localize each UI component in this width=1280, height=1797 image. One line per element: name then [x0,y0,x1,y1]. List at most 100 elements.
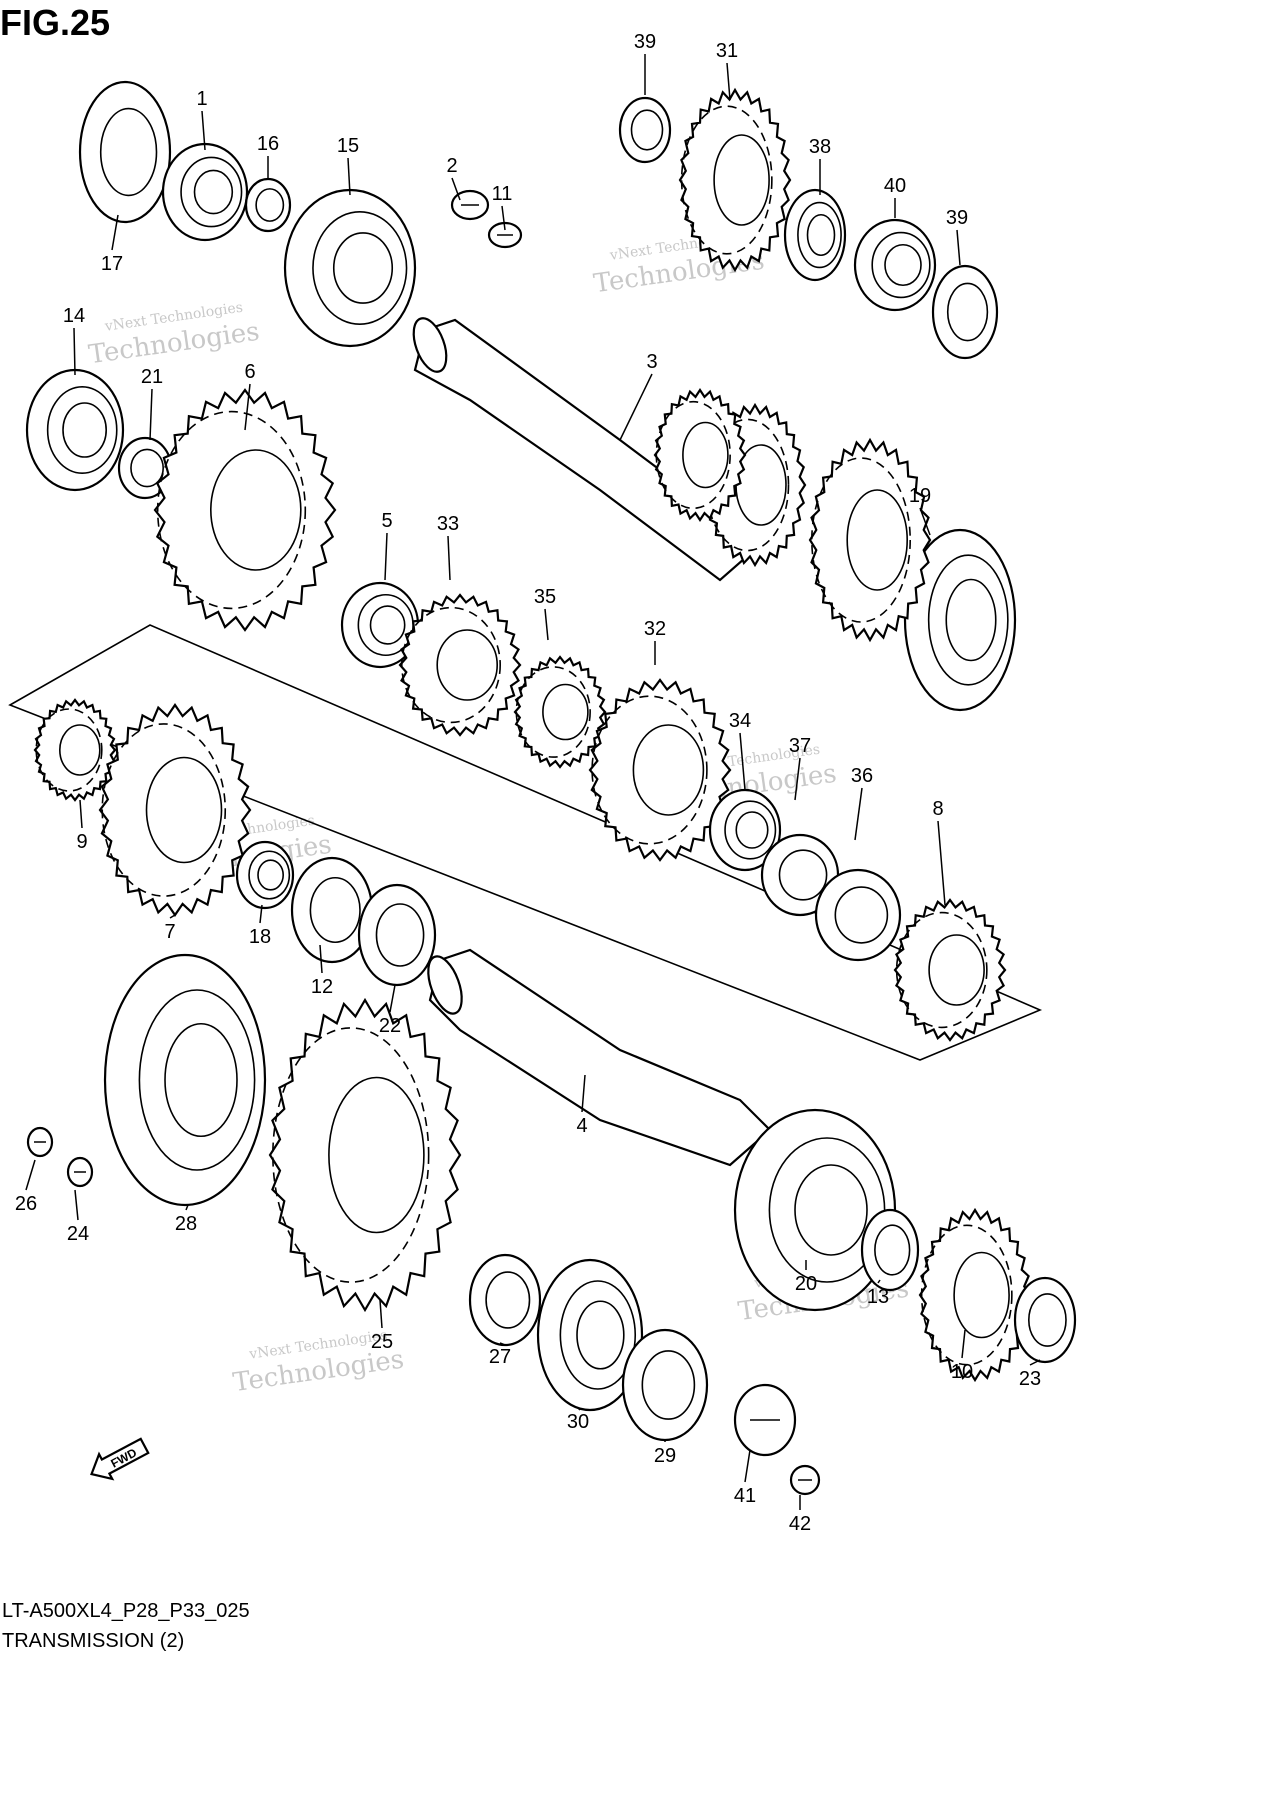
part-number-label: 29 [654,1445,676,1467]
part-number-label: 33 [437,513,459,535]
part-shape-g [513,655,607,769]
leader-line [726,62,731,101]
leader-line [956,229,961,266]
part-shape-b [235,840,295,910]
part-shape-w [860,1208,920,1292]
part-number-label: 28 [175,1213,197,1235]
part-shape-w [618,96,672,164]
part-number-label: 24 [67,1223,89,1245]
part-shape-b [536,1258,644,1412]
part-shape-g [268,997,462,1313]
part-number-label: 35 [534,586,556,608]
part-shape-w [1013,1276,1077,1364]
part-shape-g [808,437,932,643]
leader-line [73,327,76,376]
part-shape-b [283,188,417,348]
leader-line [185,1204,189,1211]
part-number-label: 23 [1019,1368,1041,1390]
part-number-label: 3 [646,351,657,373]
part-shape-w [621,1328,709,1442]
part-number-label: 8 [932,798,943,820]
part-shape-g [678,87,792,273]
leader-line [739,732,746,791]
part-shape-w [468,1253,542,1347]
part-number-label: 19 [909,485,931,507]
leader-line [111,214,119,251]
leader-line [619,373,653,441]
part-shape-g [33,698,117,802]
fwd-arrow-icon: FWD [90,1437,150,1481]
part-number-label: 15 [337,135,359,157]
part-shape-b [853,218,937,312]
leader-line [937,820,946,906]
leader-line [451,177,461,201]
leader-line [379,1299,383,1329]
figure-title: FIG.25 [0,2,111,43]
part-number-label: 12 [311,976,333,998]
part-number-label: 18 [249,926,271,948]
leader-line [74,1189,79,1221]
part-shape-b [25,368,125,492]
figure-name: TRANSMISSION (2) [2,1630,185,1652]
leader-line [25,1159,36,1191]
part-shape-g [398,593,522,737]
leader-line [1029,1359,1041,1366]
leader-line [544,608,549,641]
part-shape-b [103,953,267,1207]
part-number-labels: 1234567891011121314151617181920212223242… [15,31,1041,1535]
part-shape-w [290,856,374,964]
part-number-label: 2 [446,155,457,177]
part-number-label: 40 [884,175,906,197]
part-shape-s [450,189,490,221]
part-number-label: 21 [141,366,163,388]
part-number-label: 27 [489,1346,511,1368]
leader-line [961,1329,966,1359]
leader-lines-layer [25,54,1041,1510]
part-shape-s [789,1464,821,1496]
countershaft-drawing [412,317,762,582]
leader-line [919,507,931,536]
part-number-label: 4 [576,1115,587,1137]
gears-layer [25,80,1077,1496]
part-shape-g [98,703,252,917]
leader-line [854,787,863,841]
part-number-label: 30 [567,1411,589,1433]
part-number-label: 9 [76,831,87,853]
part-shape-s [26,1126,54,1158]
part-number-label: 36 [851,765,873,787]
part-number-label: 17 [101,253,123,275]
leader-line [501,205,506,231]
part-shape-w [357,883,437,987]
part-number-label: 11 [492,183,513,205]
leader-line [877,1279,881,1284]
leader-line [499,1342,506,1346]
leader-line [259,904,263,924]
figure-code: LT-A500XL4_P28_P33_025 [2,1600,250,1622]
part-number-label: 20 [795,1273,817,1295]
part-number-label: 14 [63,305,85,327]
leader-line [169,914,176,919]
part-number-label: 42 [789,1513,811,1535]
part-number-label: 31 [716,40,738,62]
leader-line [794,757,801,801]
leader-line [244,383,251,431]
part-shape-b [161,142,249,242]
part-shape-g [653,387,747,523]
part-number-label: 22 [379,1015,401,1037]
part-number-label: 34 [729,710,751,732]
part-shape-g [153,388,337,632]
subassembly-outline [8,624,1043,1061]
leader-line [447,535,451,581]
part-number-label: 1 [196,88,207,110]
part-shape-w [78,80,172,224]
leader-line [389,984,396,1013]
part-shape-w [814,868,902,962]
part-number-label: 10 [951,1361,973,1383]
part-shape-b [783,188,847,282]
leader-line [201,110,206,151]
part-number-label: 39 [634,31,656,53]
part-shape-s [733,1383,797,1457]
part-number-label: 5 [381,510,392,532]
